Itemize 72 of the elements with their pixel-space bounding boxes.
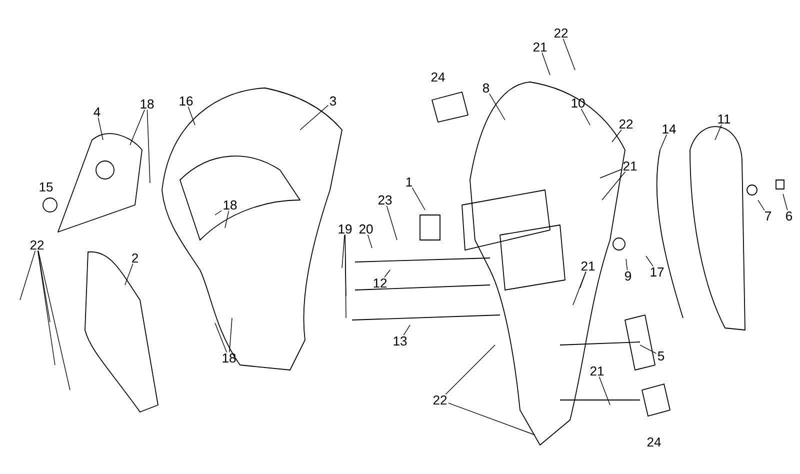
callout-number: 22 bbox=[433, 395, 447, 405]
leader-line bbox=[572, 271, 586, 306]
callout-number: 2 bbox=[132, 253, 138, 263]
leader-line bbox=[580, 108, 590, 126]
leader-line bbox=[489, 93, 506, 120]
leader-line bbox=[300, 104, 329, 130]
callout-number: 13 bbox=[394, 336, 407, 346]
callout-number: 9 bbox=[625, 271, 631, 281]
leader-line bbox=[38, 250, 70, 390]
callout-number: 22 bbox=[554, 28, 568, 38]
callout-number: 24 bbox=[431, 72, 445, 82]
leader-line bbox=[38, 250, 56, 366]
leader-line bbox=[562, 38, 576, 70]
leader-line bbox=[602, 171, 626, 200]
leader-line bbox=[98, 117, 104, 140]
leader-line bbox=[646, 256, 654, 267]
callout-number: 10 bbox=[572, 98, 585, 108]
leader-line bbox=[403, 324, 410, 336]
leader-line bbox=[124, 263, 134, 286]
callout-number: 12 bbox=[374, 278, 387, 288]
leader-line bbox=[130, 109, 145, 146]
leader-line bbox=[660, 134, 667, 150]
callout-number: 24 bbox=[647, 437, 661, 447]
leader-line bbox=[580, 271, 586, 288]
callout-number: 22 bbox=[619, 119, 633, 129]
callout-number: 11 bbox=[718, 114, 730, 124]
callout-number: 21 bbox=[533, 42, 547, 52]
leader-line bbox=[344, 234, 346, 318]
leader-line bbox=[598, 376, 610, 406]
leader-line bbox=[229, 318, 232, 353]
leader-line bbox=[214, 210, 222, 216]
leader-line bbox=[640, 344, 657, 354]
callout-number: 16 bbox=[180, 96, 193, 106]
leader-line bbox=[367, 234, 372, 248]
leader-line bbox=[412, 187, 426, 210]
leader-line bbox=[600, 169, 622, 178]
callout-number: 23 bbox=[378, 195, 392, 205]
leader-line bbox=[146, 109, 150, 184]
leader-line bbox=[626, 258, 628, 271]
callout-number: 22 bbox=[30, 240, 44, 250]
leader-line bbox=[386, 205, 398, 240]
callout-number: 18 bbox=[224, 200, 237, 210]
leader-line bbox=[384, 270, 390, 278]
callout-number: 6 bbox=[786, 211, 792, 221]
callout-number: 21 bbox=[581, 261, 595, 271]
callout-number: 5 bbox=[658, 351, 664, 361]
callout-number: 4 bbox=[94, 108, 100, 116]
callout-number: 8 bbox=[482, 83, 490, 93]
leader-line bbox=[20, 250, 36, 300]
callout-number: 17 bbox=[650, 268, 664, 276]
leader-line bbox=[224, 210, 230, 228]
callout-number: 21 bbox=[590, 366, 604, 376]
leader-line bbox=[612, 129, 622, 142]
callout-number: 20 bbox=[359, 224, 373, 234]
leader-line bbox=[342, 234, 345, 268]
callout-number: 3 bbox=[330, 96, 336, 106]
leader-line bbox=[782, 194, 788, 211]
callout-number: 19 bbox=[338, 224, 352, 234]
leader-line bbox=[214, 322, 228, 353]
callout-number: 18 bbox=[222, 353, 236, 363]
callout-number: 1 bbox=[406, 178, 412, 186]
leader-line bbox=[714, 124, 722, 140]
callout-number: 15 bbox=[40, 182, 53, 192]
leader-line bbox=[448, 402, 536, 436]
leader-line bbox=[188, 106, 196, 126]
callout-number: 14 bbox=[662, 124, 676, 134]
leader-line bbox=[758, 200, 765, 211]
callout-number: 7 bbox=[765, 212, 771, 220]
callout-number: 21 bbox=[623, 161, 637, 171]
callout-number: 18 bbox=[140, 99, 154, 109]
leader-line bbox=[445, 344, 496, 395]
leader-line bbox=[542, 52, 550, 76]
